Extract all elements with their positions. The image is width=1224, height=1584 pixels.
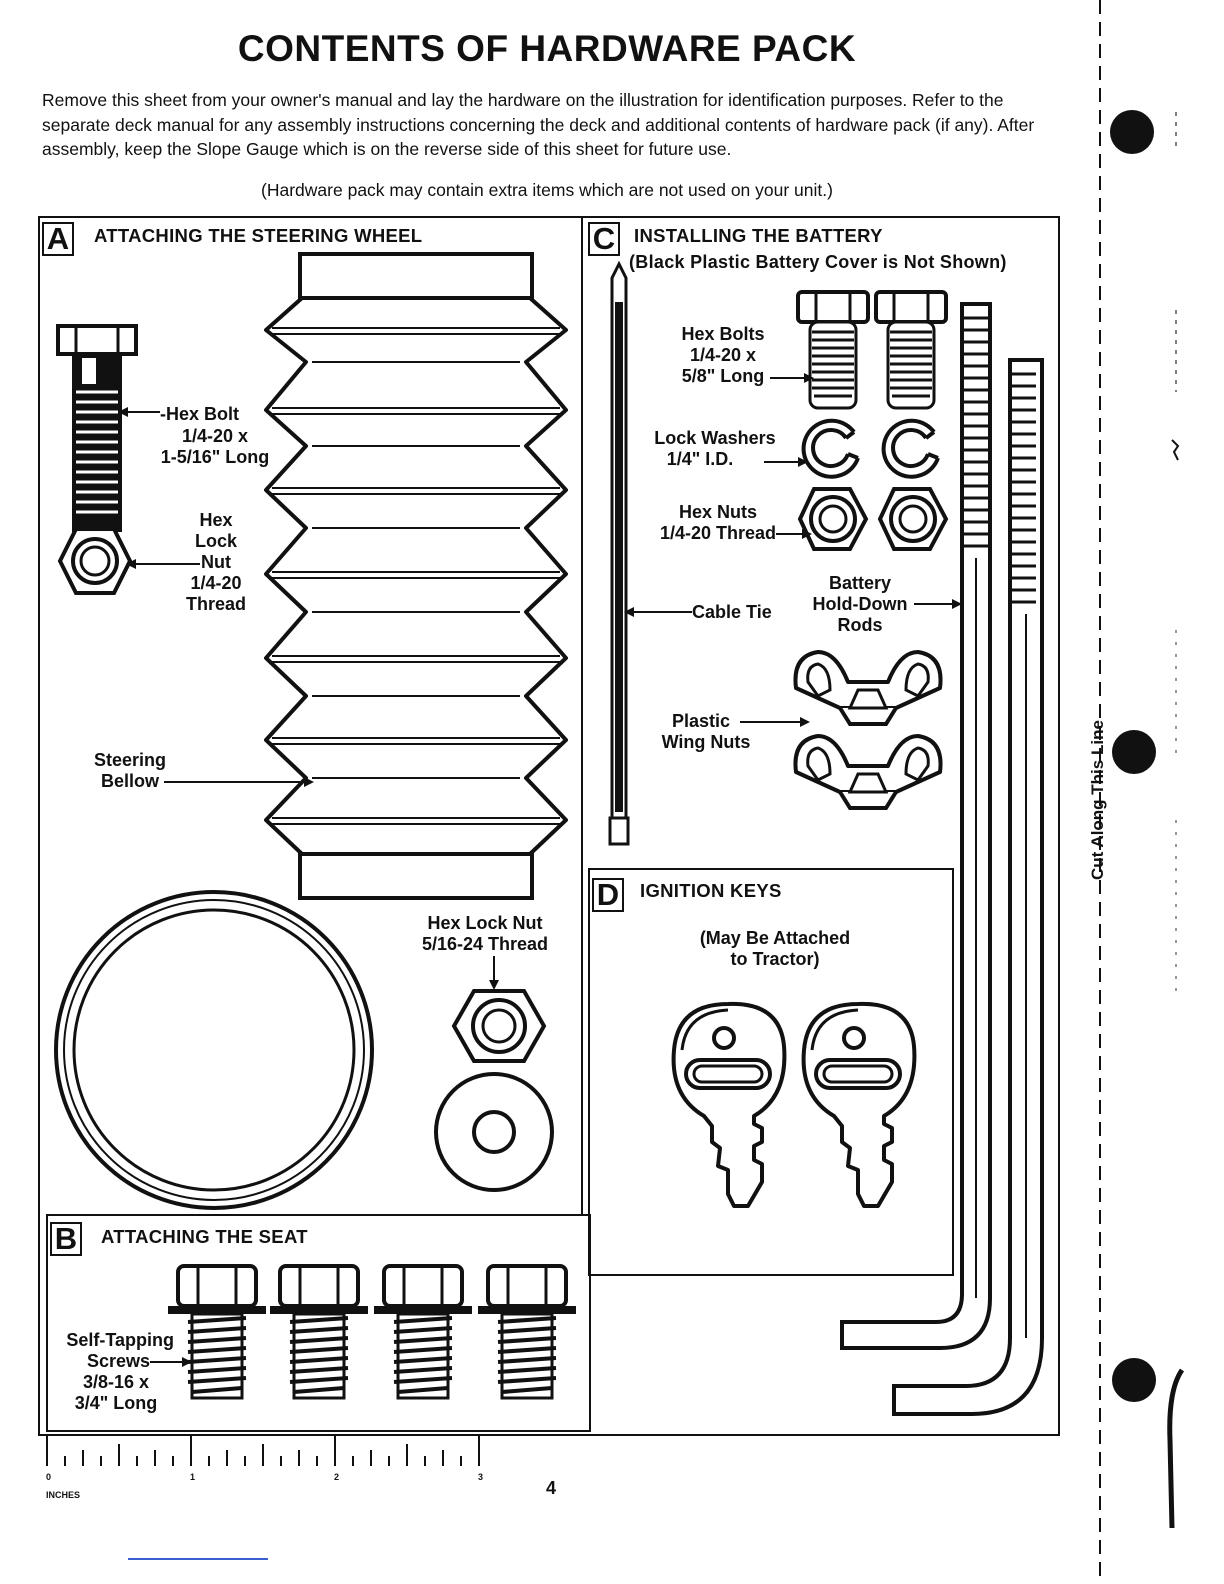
plastic-wing-nuts-icon (793, 650, 943, 810)
steering-ring-icon (54, 890, 374, 1210)
section-b-title: ATTACHING THE SEAT (101, 1226, 308, 1247)
hex-bolt-arrow (118, 407, 160, 417)
hex-bolt-label: -Hex Bolt (160, 404, 240, 424)
section-b-frame (46, 1214, 591, 1432)
self-tapping-screws-icon (168, 1264, 578, 1400)
ruler-label-3: 3 (478, 1472, 484, 1482)
hex-nuts-icon (797, 487, 948, 551)
steering-bellow-arrow (164, 777, 314, 787)
hex-bolts-arrow (770, 373, 814, 383)
lock-washers-icon (801, 418, 940, 479)
intro-paragraph: Remove this sheet from your owner's manu… (42, 90, 1035, 159)
ruler-label-1: 1 (190, 1472, 196, 1482)
section-c-subtitle: (Black Plastic Battery Cover is Not Show… (629, 252, 1007, 272)
hex-lock-nut-small-icon (57, 527, 133, 595)
section-c-title: INSTALLING THE BATTERY (634, 225, 883, 246)
section-d-title: IGNITION KEYS (640, 880, 782, 901)
ruler-label-0: 0 (46, 1472, 52, 1482)
binder-hole-bottom (1112, 1358, 1156, 1402)
steering-bellow-icon (264, 252, 568, 900)
cable-tie-icon (608, 260, 630, 846)
page-title: CONTENTS OF HARDWARE PACK (237, 28, 857, 69)
hold-down-rods-arrow (914, 599, 962, 609)
edge-scan-marks (1167, 112, 1185, 1529)
hex-lock-nut-large-arrow (489, 956, 499, 990)
inch-ruler (46, 1436, 480, 1466)
hex-lock-nut-large-icon (451, 989, 547, 1063)
battery-hold-down-rods-icon (840, 302, 1044, 1416)
section-a-title: ATTACHING THE STEERING WHEEL (94, 225, 423, 246)
cable-tie-label: Cable Tie (692, 602, 772, 622)
hex-bolts-icon (796, 290, 948, 410)
ruler-unit: INCHES (46, 1490, 81, 1500)
hex-nuts-arrow (776, 529, 812, 539)
section-d-letter: D (592, 878, 624, 912)
binder-hole-middle (1112, 730, 1156, 774)
lock-washers-arrow (764, 457, 808, 467)
section-b-letter: B (50, 1222, 82, 1256)
washer-icon (434, 1072, 554, 1192)
page-number: 4 (546, 1478, 557, 1498)
ruler-label-2: 2 (334, 1472, 340, 1482)
hardware-illustration-frame (38, 216, 1060, 1436)
hex-lock-nut-arrow (126, 559, 200, 569)
self-tapping-screws-arrow (150, 1357, 192, 1367)
section-d-frame (588, 868, 954, 1276)
binder-hole-top (1110, 110, 1154, 154)
cable-tie-arrow (624, 607, 692, 617)
ignition-keys-icon (671, 1001, 917, 1208)
section-divider-ac (581, 216, 583, 1216)
hex-bolt-icon (56, 324, 138, 532)
cut-line (1099, 0, 1101, 1584)
plastic-wing-nuts-arrow (740, 717, 810, 727)
extra-items-note: (Hardware pack may contain extra items w… (261, 180, 833, 200)
self-tapping-screws-label-b: Screws (86, 1351, 150, 1371)
section-c-letter: C (588, 222, 620, 256)
scan-edge-mark (128, 1558, 268, 1560)
cut-along-line-label: Cut Along This Line (1088, 720, 1107, 880)
section-a-letter: A (42, 222, 74, 256)
self-tapping-screws-label-a: Self-Tapping (66, 1330, 174, 1350)
